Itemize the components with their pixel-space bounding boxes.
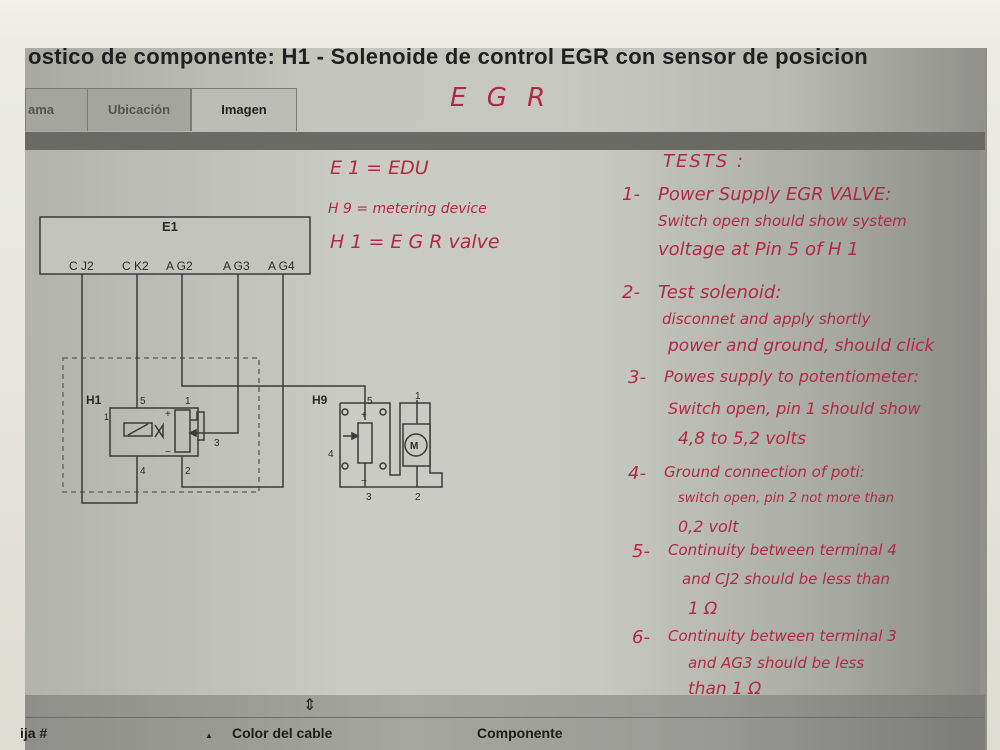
test-line: voltage at Pin 5 of H 1 [658, 239, 859, 260]
wire-ag3 [195, 274, 239, 434]
h9-plus: + [361, 410, 367, 421]
test-line: Powes supply to potentiometer: [664, 367, 919, 386]
h1-solenoid-coil [123, 422, 153, 437]
tab-imagen[interactable]: Imagen [191, 88, 297, 131]
h9-pin-5: 5 [367, 396, 373, 407]
column-header-wire-color[interactable]: Color del cable [232, 725, 333, 741]
h9-pin-3: 3 [366, 492, 372, 503]
column-header-pin[interactable]: ija # [20, 725, 48, 741]
tests-title: TESTS : [663, 151, 746, 172]
h9-pin-2: 2 [415, 492, 421, 503]
h9-label: H9 [312, 393, 328, 407]
wire-ag4 [181, 274, 284, 488]
test-line: power and ground, should click [668, 336, 935, 356]
h1-pin-2: 2 [185, 466, 191, 477]
ecu-box [39, 216, 311, 275]
test-line: Power Supply EGR VALVE: [658, 184, 892, 205]
h9-pin-4: 4 [328, 449, 334, 460]
h1-body [109, 407, 199, 457]
splitter-line [25, 717, 985, 718]
h1-minus: − [165, 447, 171, 458]
column-header-component[interactable]: Componente [477, 725, 563, 741]
h9-body [339, 402, 443, 488]
handwritten-heading: E G R [450, 83, 552, 113]
sort-ascending-icon[interactable]: ▲ [205, 731, 213, 740]
motor-icon [404, 433, 428, 457]
h1-pin-4: 4 [140, 466, 146, 477]
test-line: 4,8 to 5,2 volts [678, 429, 807, 449]
test-line: than 1 Ω [688, 679, 762, 699]
pin-ag2: A G2 [166, 259, 193, 273]
toolbar-divider [25, 132, 985, 150]
test-number: 1- [622, 184, 640, 205]
h1-pin-1-left: 1 [104, 412, 109, 422]
test-line: Switch open should show system [658, 212, 907, 230]
test-line: Continuity between terminal 4 [668, 541, 897, 559]
test-number: 4- [628, 463, 646, 484]
h1-pin-5: 5 [140, 396, 146, 407]
h1-label: H1 [86, 393, 102, 407]
pin-cj2: C J2 [69, 259, 94, 273]
h9-motor-label: M [410, 441, 418, 452]
test-line: disconnet and apply shortly [662, 310, 871, 328]
h9-pin-1: 1 [415, 391, 421, 402]
tab-ubicacion[interactable]: Ubicación [87, 88, 191, 131]
test-line: and AG3 should be less [688, 654, 865, 672]
h1-potentiometer [174, 409, 191, 453]
test-number: 2- [622, 282, 640, 303]
test-number: 6- [632, 627, 650, 648]
h9-potentiometer [357, 422, 373, 464]
pin-ag4: A G4 [268, 259, 295, 273]
test-line: Continuity between terminal 3 [668, 627, 897, 645]
pin-ck2: C K2 [122, 259, 149, 273]
h9-minus: − [361, 476, 367, 487]
test-line: switch open, pin 2 not more than [678, 491, 895, 506]
wire-cj2 [81, 274, 138, 504]
h1-pin-3: 3 [214, 438, 220, 449]
test-number: 5- [632, 541, 650, 562]
test-line: 1 Ω [688, 599, 718, 619]
legend-h1: H 1 = E G R valve [330, 231, 500, 253]
test-line: Test solenoid: [658, 282, 782, 303]
test-line: Switch open, pin 1 should show [668, 399, 921, 418]
legend-e1: E 1 = EDU [330, 157, 429, 179]
h1-pin-1: 1 [185, 396, 191, 407]
table-header-bar: ⇕ ija # ▲ Color del cable Componente [20, 695, 985, 750]
legend-h9: H 9 = metering device [328, 201, 487, 217]
resize-vertical-icon[interactable]: ⇕ [303, 697, 317, 714]
ecu-label: E1 [162, 219, 178, 234]
test-line: Ground connection of poti: [664, 463, 865, 481]
pin-ag3: A G3 [223, 259, 250, 273]
page-title: ostico de componente: H1 - Solenoide de … [28, 44, 868, 69]
wire-ag2 [181, 274, 366, 420]
h1-plus: + [165, 409, 171, 420]
h1-dashed-boundary [62, 357, 260, 493]
test-number: 3- [628, 367, 646, 388]
test-line: 0,2 volt [678, 517, 739, 536]
test-line: and CJ2 should be less than [682, 570, 891, 588]
